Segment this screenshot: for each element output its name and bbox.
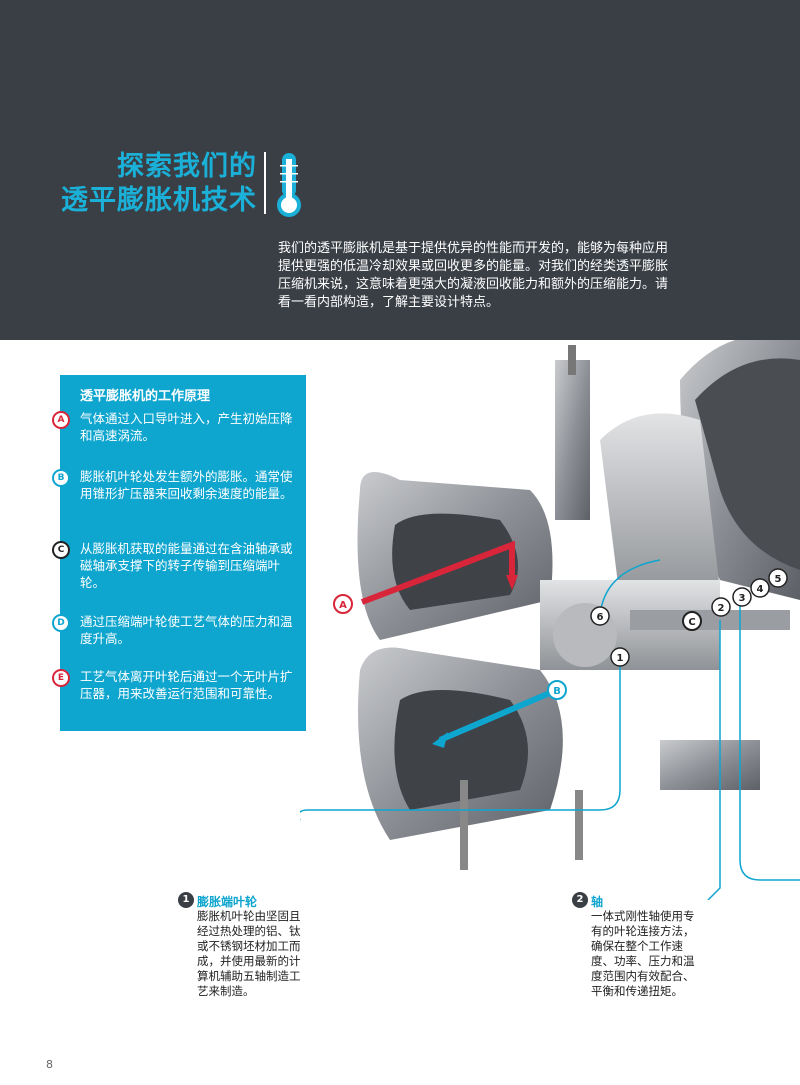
base-frame (660, 740, 760, 790)
diagram-label-a: A (333, 594, 353, 614)
page-number: 8 (46, 1058, 53, 1071)
callout-number: 2 (572, 892, 588, 908)
callout-title: 膨胀端叶轮 (197, 895, 258, 909)
leader-line-6 (599, 559, 661, 616)
inlet-volute (392, 513, 518, 610)
step-text: 从膨胀机获取的能量通过在含油轴承或磁轴承支撑下的转子传输到压缩端叶轮。 (80, 541, 293, 590)
step-text: 膨胀机叶轮处发生额外的膨胀。通常使用锥形扩压器来回收剩余速度的能量。 (80, 469, 293, 501)
callout-number: 1 (178, 892, 194, 908)
step-text: 工艺气体离开叶轮后通过一个无叶片扩压器，用来改善运行范围和可靠性。 (80, 669, 293, 701)
diagram-label-b: B (547, 680, 567, 700)
step-text: 通过压缩端叶轮使工艺气体的压力和温度升高。 (80, 614, 293, 646)
diagram-label-2: 2 (711, 597, 731, 617)
flow-arrow-b (438, 689, 554, 743)
diagram-label-4: 4 (750, 578, 770, 598)
step-badge: A (52, 411, 70, 429)
panel-title: 透平膨胀机的工作原理 (80, 389, 211, 404)
svg-text:1: 1 (617, 653, 624, 664)
step-badge: E (52, 669, 70, 687)
header-band: 探索我们的 透平膨胀机技术 我们的透平膨胀机是基于提供优异的性能而开发的，能够为… (0, 0, 800, 340)
shaft (630, 610, 790, 630)
svg-text:2: 2 (718, 603, 725, 614)
title-line-1: 探索我们的 (117, 151, 257, 182)
svg-text:5: 5 (775, 574, 782, 585)
igv-actuator (555, 360, 590, 520)
svg-text:B: B (553, 686, 561, 697)
working-principle-panel: 透平膨胀机的工作原理 A 气体通过入口导叶进入，产生初始压降和高速涡流。 B 膨… (52, 375, 306, 731)
diagram-label-5: 5 (768, 568, 788, 588)
compressor-casing-interior (695, 358, 800, 570)
svg-text:3: 3 (739, 593, 746, 604)
center-housing (600, 413, 720, 600)
leader-line-3 (739, 600, 800, 881)
page-title: 探索我们的 透平膨胀机技术 (61, 150, 257, 218)
svg-text:C: C (688, 617, 695, 628)
support-leg (575, 790, 583, 860)
thermometer-icon (277, 153, 301, 217)
turboexpander-cutaway-illustration: A B C 1 2 3 4 5 6 (300, 340, 800, 900)
svg-text:A: A (339, 600, 347, 611)
title-divider (264, 152, 266, 214)
flow-arrow-a (360, 540, 515, 605)
svg-text:4: 4 (757, 584, 764, 595)
title-line-2: 透平膨胀机技术 (61, 185, 257, 216)
diagram-label-6: 6 (590, 606, 610, 626)
leader-line-2 (707, 620, 721, 900)
actuator-rod (568, 345, 576, 375)
callout-body: 膨胀机叶轮由坚固且经过热处理的铝、钛或不锈钢坯材加工而成，并使用最新的计算机辅助… (197, 909, 301, 998)
diagram-label-3: 3 (732, 587, 752, 607)
discharge-volute (394, 690, 528, 810)
intro-paragraph: 我们的透平膨胀机是基于提供优异的性能而开发的，能够为每种应用提供更强的低温冷却效… (278, 241, 669, 310)
step-badge: B (52, 469, 70, 487)
diagram-label-c: C (682, 611, 702, 631)
callout-body: 一体式刚性轴使用专有的叶轮连接方法，确保在整个工作速度、功率、压力和温度范围内有… (591, 909, 695, 998)
flow-arrow-a-head (506, 575, 518, 590)
diagram-label-1: 1 (610, 647, 630, 667)
callout-title: 轴 (591, 895, 604, 909)
step-badge: D (52, 614, 70, 632)
step-text: 气体通过入口导叶进入，产生初始压降和高速涡流。 (80, 411, 293, 443)
support-leg (460, 780, 468, 870)
svg-text:6: 6 (597, 612, 604, 623)
flow-arrow-b-head (432, 732, 448, 748)
leader-line-1 (300, 660, 621, 820)
step-badge: C (52, 541, 70, 559)
